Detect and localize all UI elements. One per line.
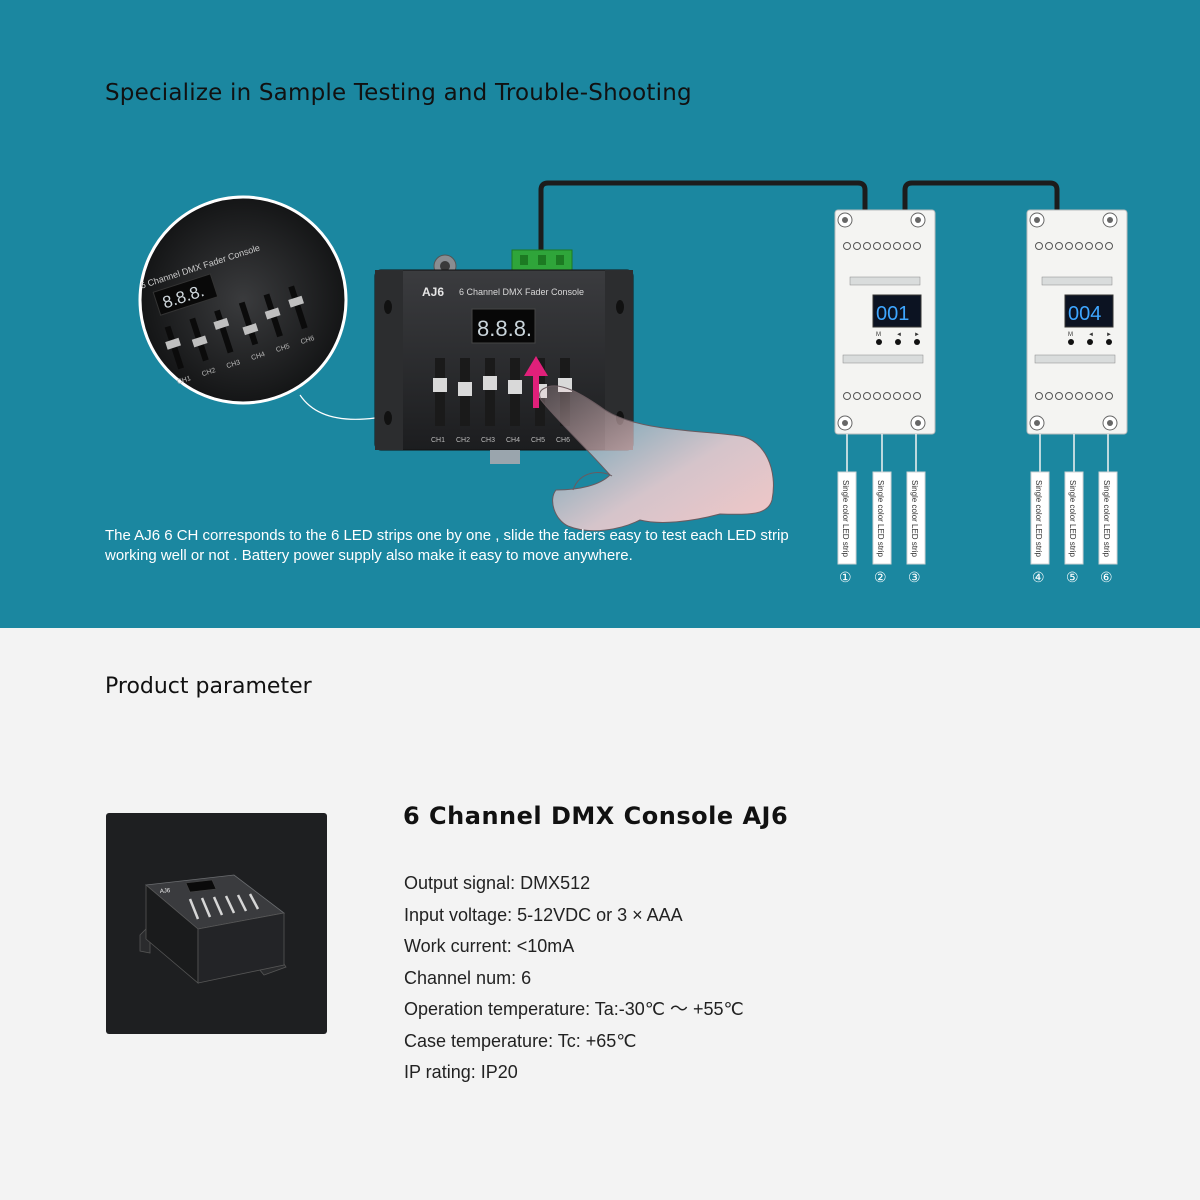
- spec-work-current: Work current: <10mA: [404, 936, 575, 956]
- product-photo: AJ6: [139, 874, 287, 984]
- callout-pointer: [299, 394, 376, 420]
- console-display: 8.8.8.: [477, 316, 532, 341]
- zoom-ch5-label: CH5: [275, 343, 291, 354]
- led-strip-1-label: Single color LED strip: [841, 480, 850, 557]
- led-strip-3: Single color LED strip ③: [906, 471, 926, 585]
- led-strip-6: Single color LED strip ⑥: [1098, 471, 1118, 585]
- spec-channel-num: Channel num: 6: [404, 967, 532, 988]
- decoder-2-right-button[interactable]: [1106, 339, 1112, 345]
- spec-operation-temperature: Operation temperature: Ta:-30℃ ～ +55℃: [404, 999, 744, 1019]
- spec-case-temperature: Case temperature: Tc: +65℃: [404, 1030, 637, 1051]
- led-strip-5-label: Single color LED strip: [1068, 480, 1077, 557]
- zoom-ch6-label: CH6: [300, 335, 316, 346]
- zoom-ch3-label: CH3: [226, 359, 242, 370]
- spec-list: Output signal: DMX512 Input voltage: 5-1…: [404, 868, 744, 1089]
- led-strip-5-number: ⑤: [1066, 569, 1079, 585]
- led-strip-4-number: ④: [1032, 569, 1045, 585]
- led-strip-6-number: ⑥: [1100, 569, 1113, 585]
- hero-section: Specialize in Sample Testing and Trouble…: [0, 0, 1200, 628]
- led-strip-4-label: Single color LED strip: [1034, 480, 1043, 557]
- product-name: 6 Channel DMX Console AJ6: [403, 802, 789, 830]
- led-strip-6-label: Single color LED strip: [1102, 480, 1111, 557]
- section-title: Product parameter: [105, 674, 312, 699]
- ch5-label: CH5: [531, 437, 545, 444]
- decoder-1-right-label: ►: [914, 332, 920, 338]
- zoom-ch2-label: CH2: [201, 367, 217, 378]
- led-strip-2-label: Single color LED strip: [876, 480, 885, 557]
- hero-title: Specialize in Sample Testing and Trouble…: [105, 80, 692, 106]
- decoder-1-m-label: M: [876, 332, 881, 338]
- decoder-2-right-label: ►: [1106, 332, 1112, 338]
- console-zoom-callout: 6 Channel DMX Fader Console 8.8.8. CH1 C…: [138, 195, 348, 405]
- decoder-1-display: 001: [876, 303, 909, 325]
- zoom-faders: [164, 285, 308, 370]
- decoder-2-left-button[interactable]: [1087, 339, 1093, 345]
- spec-output-signal: Output signal: DMX512: [404, 873, 591, 893]
- dmx-decoder-1: 001 M ◄ ►: [834, 209, 936, 435]
- ch1-label: CH1: [431, 437, 445, 444]
- spec-ip-rating: IP rating: IP20: [404, 1062, 518, 1082]
- ch6-label: CH6: [556, 437, 570, 444]
- console-name: 6 Channel DMX Fader Console: [459, 287, 584, 297]
- dmx-decoder-2: 004 M ◄ ►: [1026, 209, 1128, 435]
- decoder-2-display: 004: [1068, 303, 1101, 325]
- led-strip-1-number: ①: [839, 569, 852, 585]
- wiring-diagram: 6 Channel DMX Fader Console 8.8.8. CH1 C…: [138, 180, 1128, 585]
- ch2-label: CH2: [456, 437, 470, 444]
- led-strip-1: Single color LED strip ①: [837, 471, 857, 585]
- dmx-cable: [538, 180, 1060, 250]
- led-strip-5: Single color LED strip ⑤: [1064, 471, 1084, 585]
- decoder-1-left-label: ◄: [896, 332, 902, 338]
- product-model-text: AJ6: [160, 888, 171, 895]
- zoom-ch4-label: CH4: [250, 351, 266, 362]
- decoder-2-m-button[interactable]: [1068, 339, 1074, 345]
- decoder-1-left-button[interactable]: [895, 339, 901, 345]
- decoder-1-m-button[interactable]: [876, 339, 882, 345]
- spec-input-voltage: Input voltage: 5-12VDC or 3 × AAA: [404, 904, 683, 925]
- decoder-1-right-button[interactable]: [914, 339, 920, 345]
- led-strip-4: Single color LED strip ④: [1030, 471, 1050, 585]
- led-strip-3-label: Single color LED strip: [910, 480, 919, 557]
- led-strip-2-number: ②: [874, 569, 887, 585]
- hero-description: The AJ6 6 CH corresponds to the 6 LED st…: [105, 527, 789, 564]
- slide-up-arrow: [524, 356, 548, 408]
- decoder-2-m-label: M: [1068, 332, 1073, 338]
- ch4-label: CH4: [506, 437, 520, 444]
- strip-wires: [846, 434, 1109, 472]
- led-strip-3-number: ③: [908, 569, 921, 585]
- product-image: AJ6: [106, 813, 327, 1034]
- console-model: AJ6: [422, 285, 444, 299]
- led-strip-2: Single color LED strip ②: [872, 471, 892, 585]
- decoder-2-left-label: ◄: [1088, 332, 1094, 338]
- ch3-label: CH3: [481, 437, 495, 444]
- hand-illustration: [539, 385, 774, 532]
- hand-knuckle-line: [572, 472, 613, 491]
- zoom-ch1-label: CH1: [176, 375, 192, 386]
